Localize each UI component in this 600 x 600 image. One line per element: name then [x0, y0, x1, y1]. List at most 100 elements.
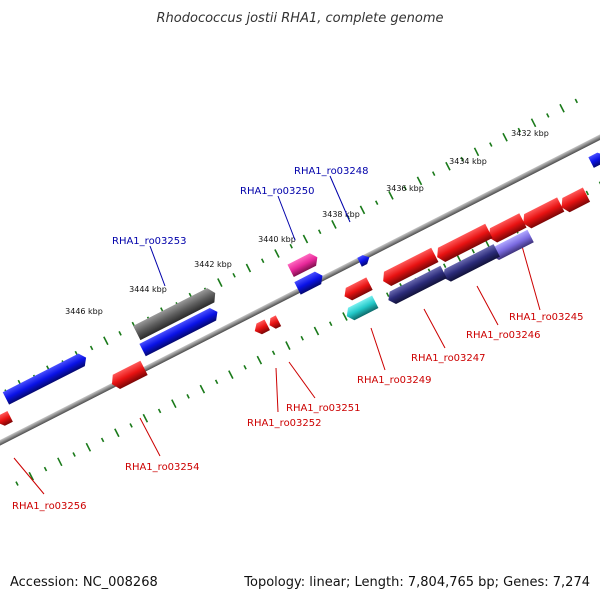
tick-label-3442: 3442 kbp [194, 260, 232, 269]
reverse-tick-mark [585, 190, 590, 196]
forward-tick-mark [302, 234, 309, 244]
label-leader-lines [13, 175, 541, 495]
forward-tick-mark [388, 191, 394, 200]
reverse-tick-mark [256, 355, 263, 365]
leader-ro03245 [519, 238, 541, 311]
gene-feature-ro03247[interactable] [385, 265, 447, 307]
forward-tick-mark [317, 229, 322, 235]
leader-ro03247 [423, 308, 446, 349]
gene-label-group: RHA1_ro03248 RHA1_ro03250 RHA1_ro03253 R… [12, 166, 584, 512]
forward-tick-mark [359, 205, 366, 215]
gene-label-ro03245[interactable]: RHA1_ro03245 [509, 312, 584, 323]
forward-tick-mark [403, 185, 407, 191]
gene-feature-red-d[interactable] [434, 223, 493, 265]
reverse-tick-mark [114, 428, 120, 438]
forward-tick-mark [460, 156, 464, 162]
reverse-tick-mark [471, 248, 475, 254]
gene-feature-ro03246[interactable] [440, 244, 500, 284]
forward-tick-mark [517, 127, 522, 133]
reverse-tick-mark [157, 408, 162, 414]
gene-feature-ro03245[interactable] [488, 229, 534, 262]
forward-tick-mark [217, 278, 223, 287]
tick-label-3436: 3436 kbp [386, 184, 424, 193]
reverse-tick-mark [214, 379, 219, 385]
gene-feature-red-a[interactable] [558, 187, 591, 215]
gene-feature-blue-c[interactable] [139, 306, 220, 357]
tick-label-3432: 3432 kbp [511, 129, 549, 138]
gene-feature-ro03254[interactable] [108, 360, 148, 392]
gene-feature-red-c[interactable] [485, 213, 527, 245]
reverse-tick-mark [57, 457, 63, 467]
gene-feature-ro03249[interactable] [344, 295, 379, 322]
gene-feature-ro03251[interactable] [267, 315, 282, 330]
reverse-tick-mark [328, 321, 333, 327]
reverse-tick-mark [186, 394, 190, 399]
forward-tick-mark [289, 243, 293, 249]
map-title: Rhodococcus jostii RHA1, complete genome [157, 11, 444, 26]
gene-feature-ro03256[interactable] [0, 411, 13, 428]
reverse-tick-mark [243, 365, 247, 370]
gene-feature-red-f[interactable] [341, 277, 373, 302]
gene-label-ro03251[interactable]: RHA1_ro03251 [286, 403, 361, 414]
genome-summary-text: Topology: linear; Length: 7,804,765 bp; … [243, 575, 590, 590]
gene-feature-blue-edge[interactable] [588, 150, 600, 168]
reverse-tick-mark [43, 466, 48, 472]
leader-ro03248 [329, 175, 351, 223]
gene-label-ro03250[interactable]: RHA1_ro03250 [240, 186, 315, 197]
leader-ro03246 [476, 285, 499, 326]
tick-label-3434: 3434 kbp [449, 157, 487, 166]
gene-label-ro03248[interactable]: RHA1_ro03248 [294, 166, 369, 177]
gene-feature-ro03253[interactable] [133, 286, 219, 341]
tick-label-3446: 3446 kbp [65, 307, 103, 316]
forward-tick-mark [331, 220, 337, 229]
tick-label-3438: 3438 kbp [322, 210, 360, 219]
gene-label-ro03252[interactable]: RHA1_ro03252 [247, 418, 322, 429]
reverse-tick-mark [442, 263, 447, 268]
reverse-tick-mark [85, 442, 92, 452]
forward-tick-mark [445, 161, 451, 171]
forward-tick-mark [473, 147, 480, 157]
reverse-tick-mark [271, 350, 276, 356]
map-body: 3432 kbp 3434 kbp 3436 kbp 3438 kbp 3440… [0, 97, 600, 512]
forward-tick-mark [260, 258, 265, 264]
gene-feature-ro03252[interactable] [252, 319, 270, 336]
gene-feature-blue-b[interactable] [294, 269, 325, 295]
forward-tick-mark [431, 171, 436, 176]
gene-feature-blue-small[interactable] [357, 253, 371, 267]
tick-label-group: 3432 kbp 3434 kbp 3436 kbp 3438 kbp 3440… [65, 129, 549, 316]
reverse-tick-mark [342, 312, 348, 321]
gene-label-ro03253[interactable]: RHA1_ro03253 [112, 236, 187, 247]
forward-tick-mark [530, 118, 537, 128]
reverse-tick-mark [100, 437, 105, 443]
reverse-tick-mark [285, 341, 291, 350]
reverse-tick-mark [385, 292, 390, 298]
leader-ro03252 [275, 367, 279, 413]
gene-feature-blue-d[interactable] [2, 351, 90, 405]
gene-feature-red-e[interactable] [380, 247, 439, 289]
forward-tick-mark [559, 103, 565, 113]
gene-feature-ro03250[interactable] [287, 251, 320, 278]
forward-tick-mark [274, 249, 280, 258]
forward-tick-mark [374, 200, 379, 205]
gene-label-ro03249[interactable]: RHA1_ro03249 [357, 375, 432, 386]
gene-feature-red-b[interactable] [520, 197, 565, 230]
gene-label-ro03256[interactable]: RHA1_ro03256 [12, 501, 87, 512]
gene-label-ro03254[interactable]: RHA1_ro03254 [125, 462, 200, 473]
reverse-tick-mark [300, 335, 304, 341]
reverse-tick-mark [199, 384, 206, 394]
gene-label-ro03246[interactable]: RHA1_ro03246 [466, 330, 541, 341]
forward-tick-mark [118, 331, 122, 336]
reverse-tick-mark [313, 326, 320, 336]
forward-tick-mark [502, 132, 508, 142]
forward-tick-mark [232, 272, 236, 278]
reverse-tick-mark [171, 399, 177, 409]
leader-ro03253 [149, 245, 166, 287]
leader-ro03250 [277, 195, 296, 241]
tick-label-3440: 3440 kbp [258, 235, 296, 244]
forward-tick-mark [416, 176, 423, 186]
gene-label-ro03247[interactable]: RHA1_ro03247 [411, 353, 486, 364]
forward-tick-mark [103, 336, 109, 346]
reverse-tick-mark [28, 471, 35, 481]
reverse-tick-mark [142, 413, 149, 423]
